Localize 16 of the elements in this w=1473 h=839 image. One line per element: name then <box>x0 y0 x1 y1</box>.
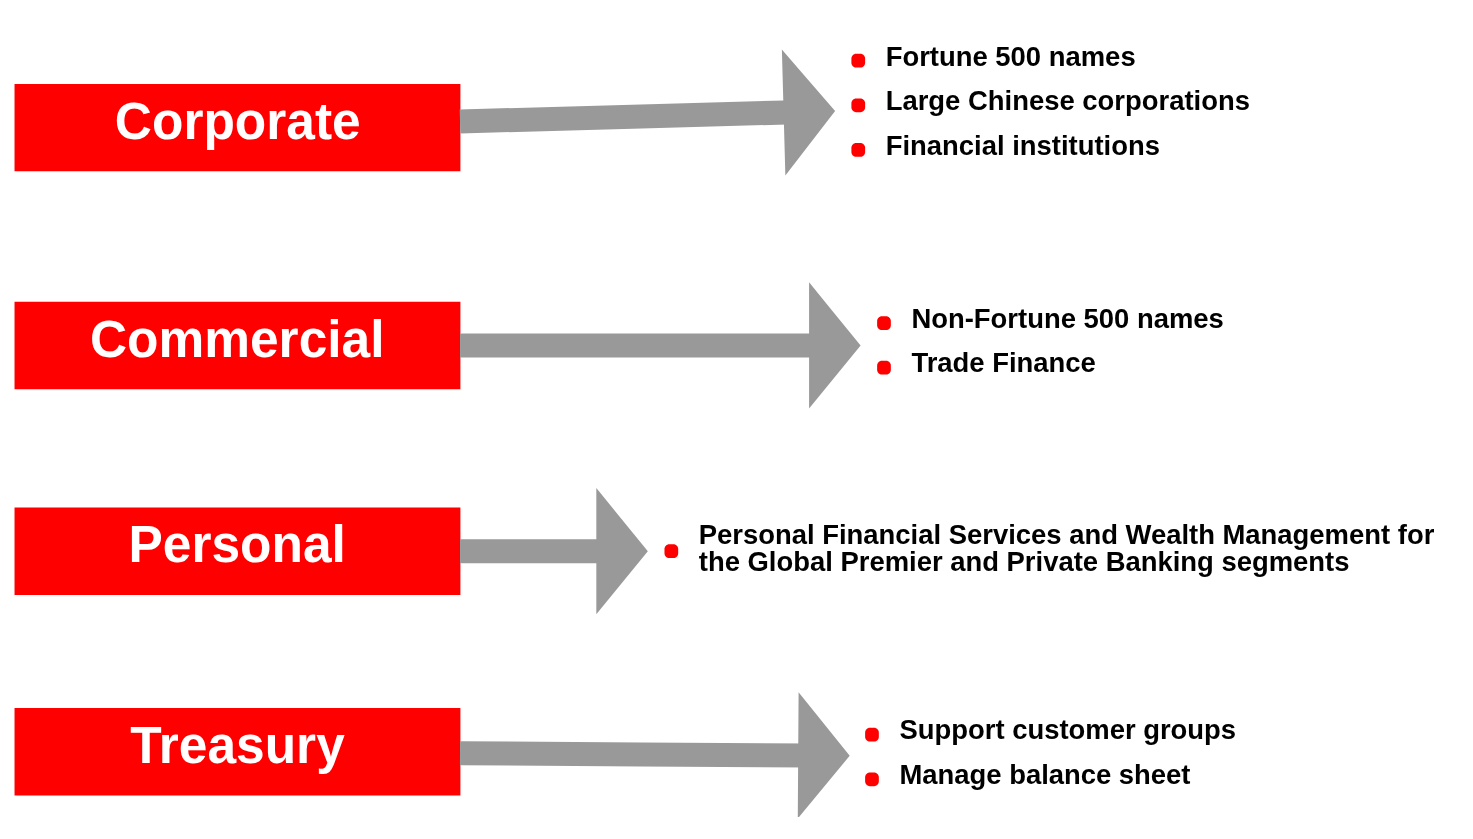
arrow <box>460 281 861 408</box>
node-label: Personal Financial Services and Wealth Management for the Global Premier and Private Banking segments <box>698 518 1435 577</box>
node-label: Trade Finance <box>911 347 1096 378</box>
arrow <box>459 48 836 176</box>
node-box: Commercial <box>14 301 461 389</box>
node-box: Corporate <box>14 83 461 171</box>
node-label: Support customer groups <box>899 713 1237 745</box>
node-label: Financial institutions <box>885 129 1160 161</box>
node-label: Non-Fortune 500 names <box>911 302 1224 334</box>
node-label: Large Chinese corporations <box>885 84 1250 116</box>
node-box: Personal <box>14 506 461 595</box>
node-box: Treasury <box>14 707 461 796</box>
node-label: Manage balance sheet <box>899 758 1191 790</box>
arrow <box>460 487 648 614</box>
arrow <box>459 691 850 817</box>
node-label: Fortune 500 names <box>885 40 1136 72</box>
